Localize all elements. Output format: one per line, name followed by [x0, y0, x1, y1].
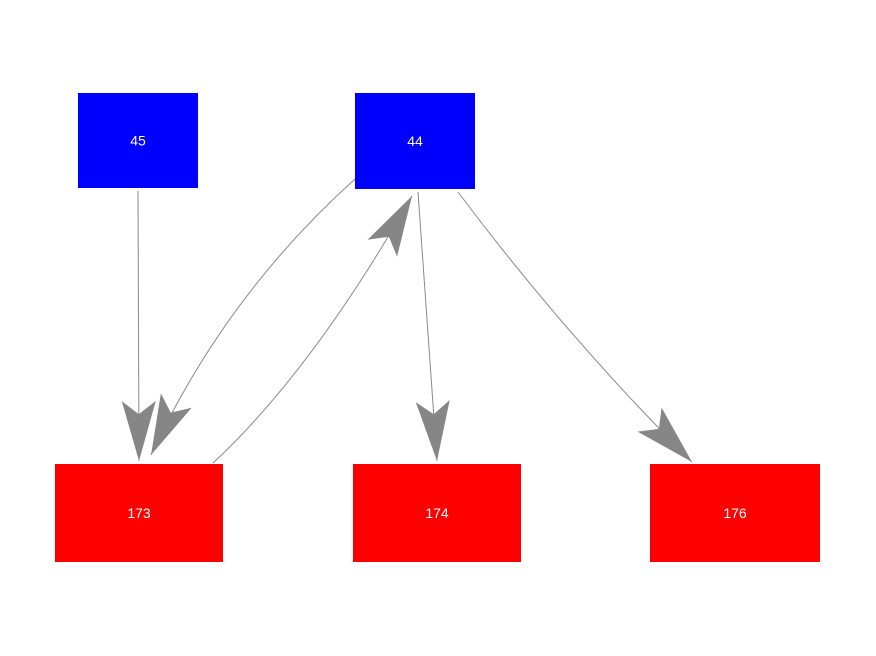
- node-173-label: 173: [127, 505, 151, 521]
- node-173-box: [55, 464, 223, 562]
- node-174-label: 174: [425, 505, 449, 521]
- edge-44-to-176-line: [457, 191, 693, 463]
- edge-45-to-173-arrowhead-icon: [121, 400, 156, 461]
- edge-173-to-44-arrowhead-icon: [367, 196, 412, 257]
- node-45-label: 45: [130, 133, 146, 149]
- edge-44-to-173-arrowhead-icon: [151, 393, 192, 455]
- node-176-box: [650, 464, 820, 562]
- node-45-box: [78, 93, 198, 188]
- node-174-box: [353, 464, 521, 562]
- node-174: 174: [353, 464, 521, 562]
- node-45: 45: [78, 93, 198, 188]
- edge-44-to-176-arrowhead-icon: [637, 407, 692, 462]
- node-44-label: 44: [407, 133, 423, 149]
- node-176-label: 176: [723, 505, 747, 521]
- node-176: 176: [650, 464, 820, 562]
- node-173: 173: [55, 464, 223, 562]
- node-44: 44: [355, 93, 475, 189]
- edge-44-to-174-arrowhead-icon: [415, 400, 450, 461]
- edge-173-to-44-line: [212, 195, 413, 464]
- node-44-box: [355, 93, 475, 189]
